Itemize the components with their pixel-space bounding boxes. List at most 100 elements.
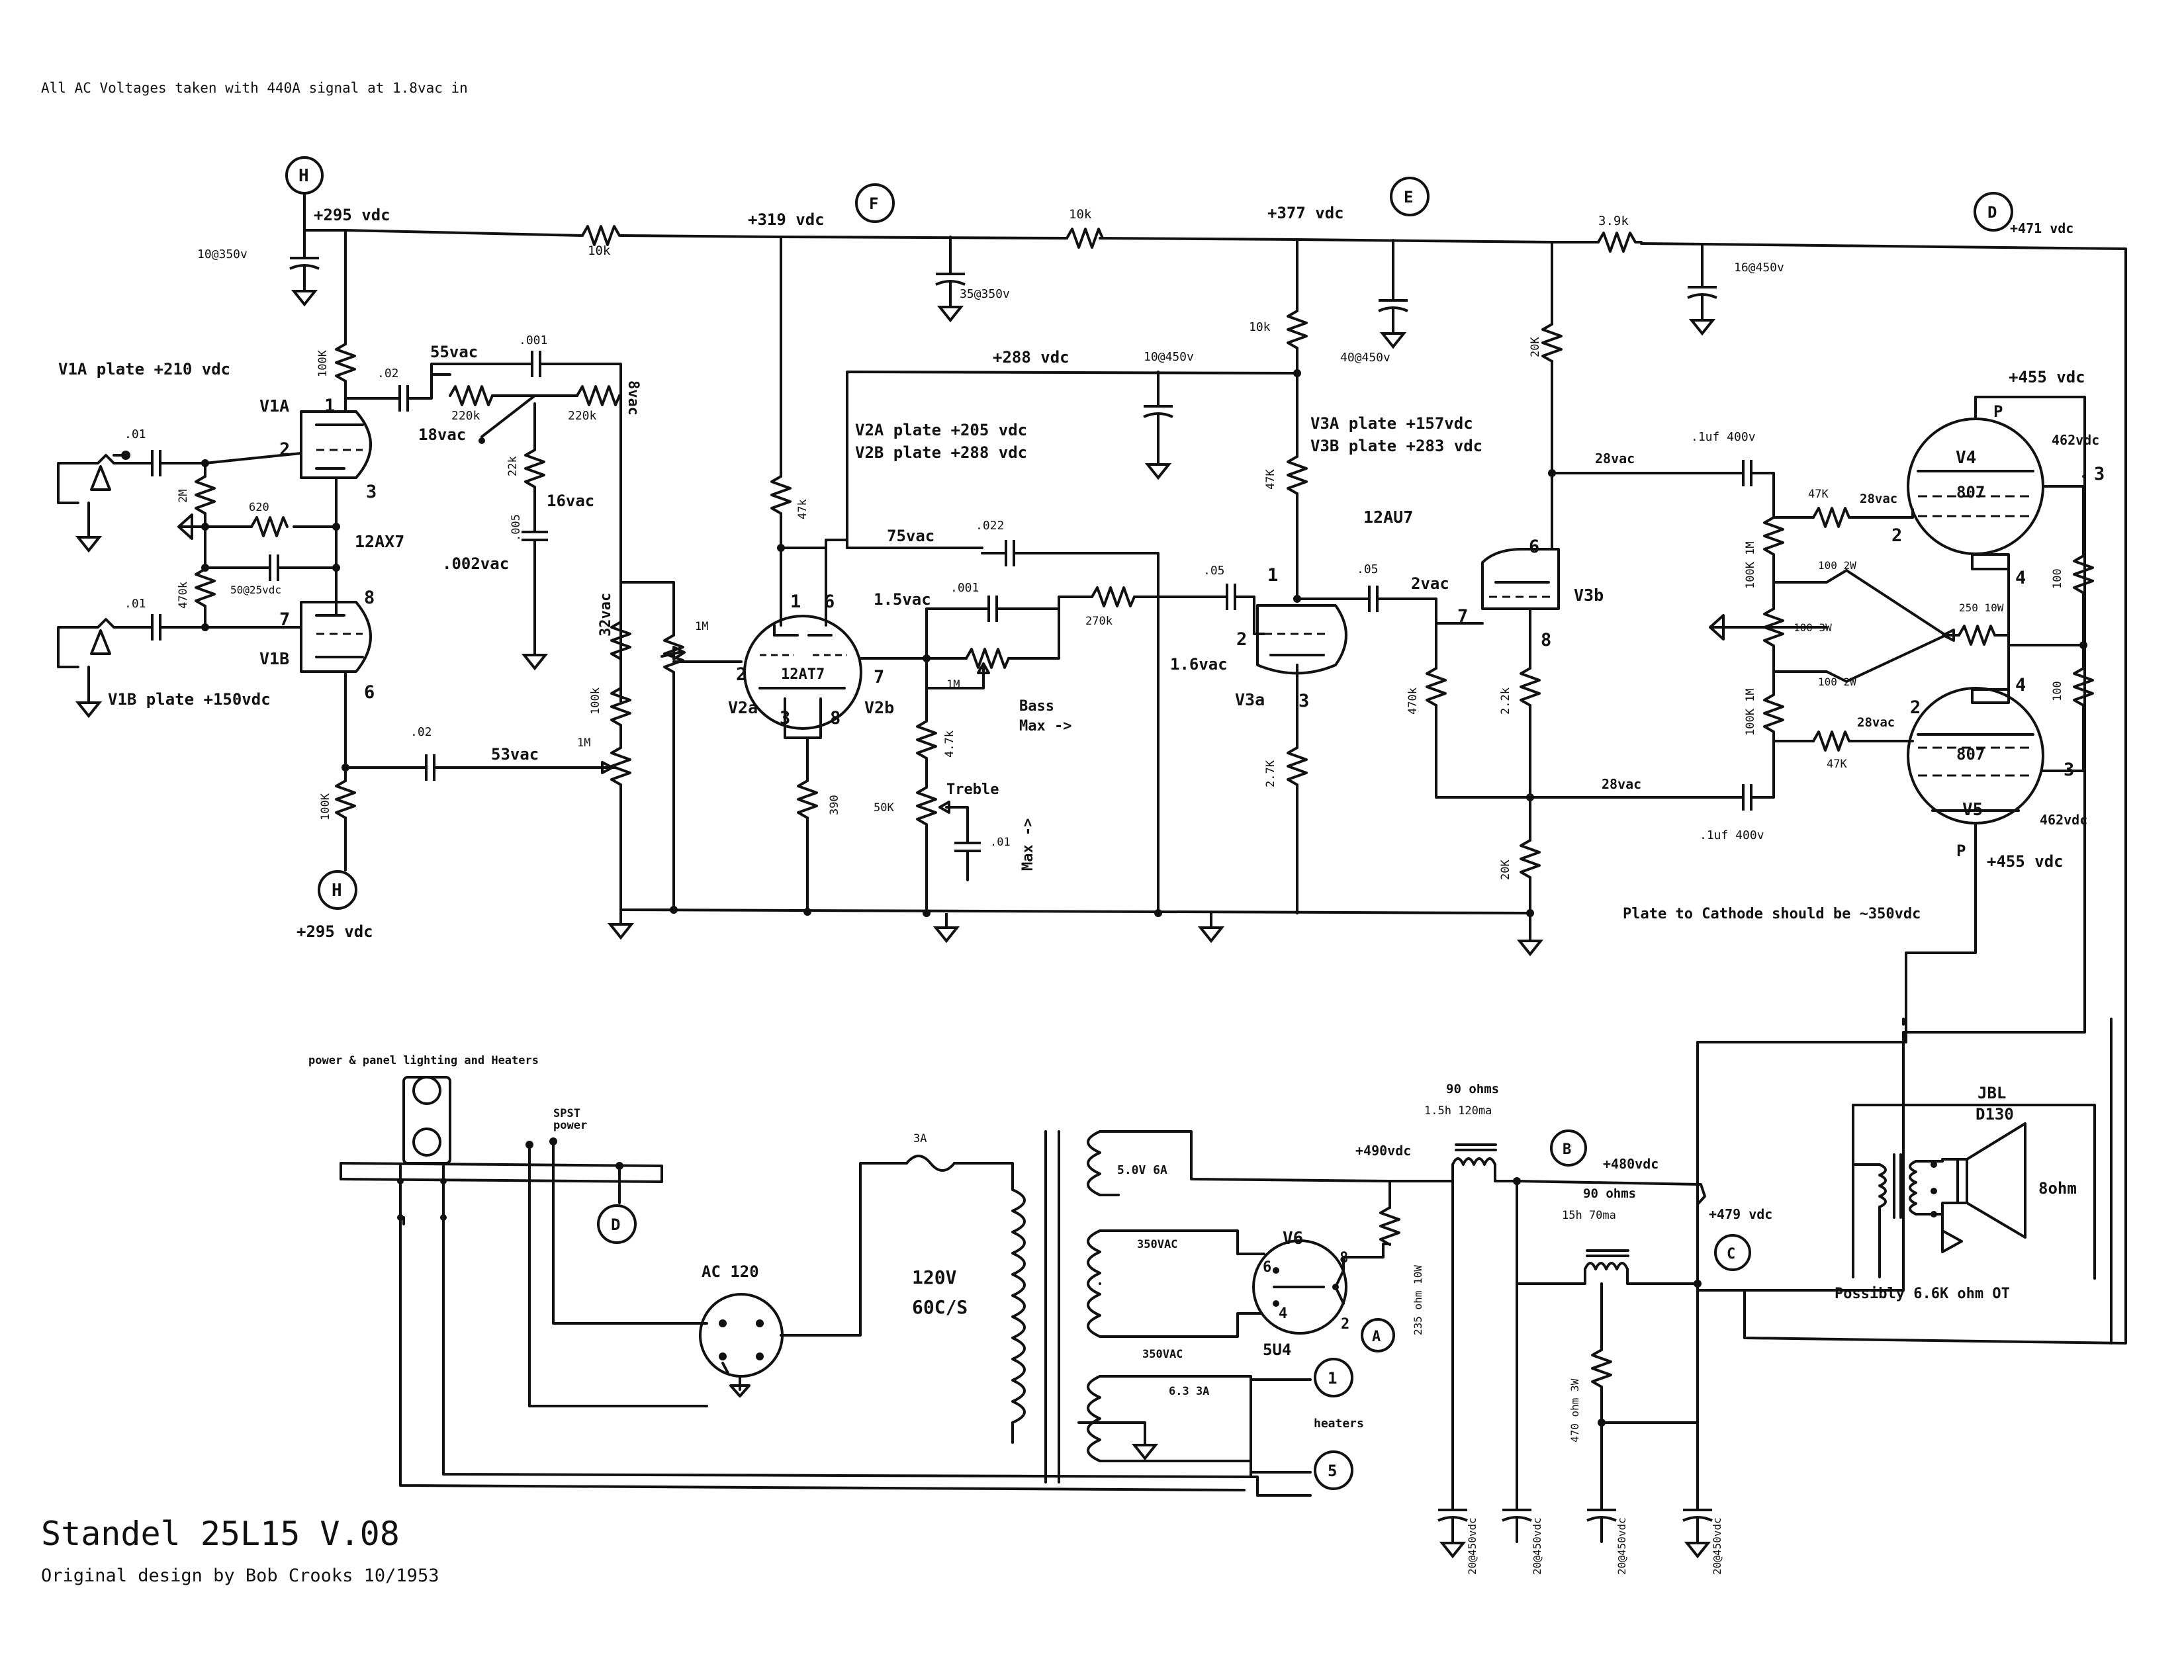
pin-8b: 8 [830,708,841,729]
pilot-lamp-1 [412,1076,441,1105]
schematic-title: Standel 25L15 V.08 [41,1515,400,1553]
v-455-bottom: +455 vdc [1987,852,2064,871]
ac-120-label: AC 120 [702,1262,759,1281]
v-288: +288 vdc [993,348,1069,367]
plate-to-cathode: Plate to Cathode should be ~350vdc [1623,906,1921,922]
pin-1b: 1 [790,592,801,612]
pin-3b: 3 [780,708,790,729]
pin-3a: 3 [366,482,377,502]
pin-2b: 2 [736,664,747,685]
spst-label: SPST [553,1107,580,1120]
c-40-450: 40@450v [1340,351,1390,365]
pin-3c: 3 [1298,691,1309,711]
r-100-2w-b: 100 2W [1818,676,1856,688]
v1a-plate: V1A plate +210 vdc [58,360,230,378]
vac-53: 53vac [491,745,539,764]
v-295-top: +295 vdc [314,206,390,224]
tube-v2b-label: V2b [864,698,894,717]
vac-2: 2vac [1411,574,1449,593]
p-label-b: P [1956,842,1966,860]
v-490: +490vdc [1355,1143,1411,1159]
node-b [1550,1129,1587,1167]
tube-807a-label: 807 [1956,483,1985,502]
choke-90-a: 90 ohms [1446,1082,1499,1096]
bass-max: Max -> [1019,718,1071,734]
node-5-label: 5 [1328,1462,1337,1480]
r-3-9k: 3.9k [1598,214,1629,228]
vac-32: 32vac [598,593,614,637]
vac-16: 16vac [547,492,594,510]
c-10-350: 10@350v [197,247,248,261]
v1b-plate: V1B plate +150vdc [108,690,271,709]
c-20-450-d: 20@450vdc [1711,1517,1723,1575]
node-a-label: A [1372,1329,1381,1345]
r-620: 620 [249,501,269,514]
pin-6c: 6 [1529,537,1539,557]
node-c-label: C [1727,1246,1735,1262]
c-01-a: .01 [124,427,146,441]
c-35-350: 35@350v [960,287,1010,301]
v-480: +480vdc [1603,1156,1659,1172]
pin-1c: 1 [1267,565,1278,586]
pin-4b: 4 [2015,675,2026,695]
node-c [1714,1234,1751,1271]
c-001-a: .001 [519,333,547,347]
schematic-subtitle: Original design by Bob Crooks 10/1953 [41,1566,439,1586]
sec-63: 6.3 3A [1169,1385,1209,1398]
c-022: .022 [976,519,1004,533]
vac-28a: 28vac [1595,451,1635,466]
node-e-label: E [1404,188,1413,206]
sec-350-a: 350VAC [1137,1238,1177,1251]
r-20k-a: 20K [1529,337,1542,357]
v-295-bottom: +295 vdc [296,922,373,941]
vac-28d: 28vac [1857,715,1895,730]
tube-v3a-label: V3a [1235,690,1265,709]
jbl-model: D130 [1976,1105,2014,1124]
r-4-7k: 4.7k [943,730,956,758]
p-label-a: P [1993,402,2003,421]
r-100-2w-a: 100 2W [1818,559,1856,572]
tube-v1a [300,410,372,479]
node-h-bottom-label: H [332,881,342,901]
tube-v1b-label: V1B [259,649,289,668]
v-377: +377 vdc [1267,204,1344,222]
sec-350-b: 350VAC [1142,1348,1183,1361]
r-2-7k: 2.7K [1264,760,1277,787]
vac-18: 18vac [418,425,466,444]
pin-8a: 8 [364,588,375,608]
pin-2c: 2 [1236,629,1247,650]
r-2m: 2M [177,490,190,503]
c-20-450-b: 20@450vdc [1531,1517,1543,1575]
r-10k-a: 10k [588,243,611,258]
r-470k-a: 470k [177,582,190,609]
pin-2d: 2 [1891,525,1902,546]
r-10k-c: 10k [1249,320,1271,334]
node-h-bottom [318,870,357,910]
c-16-450: 16@450v [1734,261,1784,275]
c-01-b: .01 [124,597,146,611]
tube-v4-label: V4 [1956,448,1976,468]
r-390: 390 [828,795,841,815]
v-455-top: +455 vdc [2009,368,2085,386]
r-100k-c: 100k [589,687,602,715]
r-22k: 22k [506,456,520,476]
c-05-a: .05 [1203,564,1225,578]
pin-6a: 6 [364,682,375,703]
input-jack-1 [57,454,127,552]
pot-1m-c: 1M [946,678,960,691]
tube-v2 [743,615,862,730]
header-note: All AC Voltages taken with 440A signal a… [41,80,468,96]
c-1uf-b: .1uf 400v [1700,828,1764,842]
tube-v3b-label: V3b [1574,586,1604,605]
vac-16b: 1.6vac [1170,655,1228,674]
c-20-450-a: 20@450vdc [1466,1517,1479,1575]
ac-plug [699,1293,784,1397]
v-462-bottom: 462vdc [2040,812,2087,828]
node-h-top-label: H [298,166,309,186]
bass-label: Bass [1019,698,1054,715]
r-470k-c: 470k [1406,687,1420,715]
r-235: 235 ohm 10W [1412,1265,1424,1335]
r-20k-b: 20K [1499,860,1512,880]
v-479: +479 vdc [1709,1206,1772,1222]
tube-v1a-label: V1A [259,396,289,416]
